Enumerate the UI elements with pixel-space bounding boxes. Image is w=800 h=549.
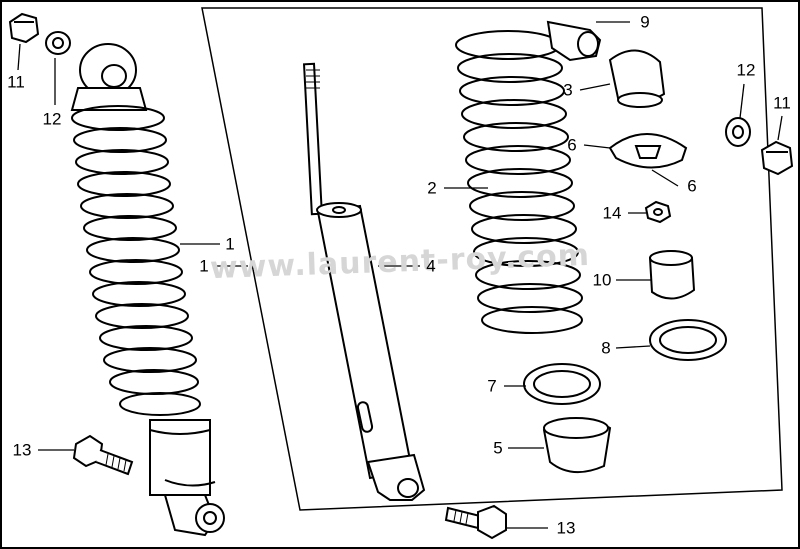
assembly-frame (201, 7, 783, 511)
callout-3: 3 (563, 80, 573, 100)
callout-12-left: 12 (42, 109, 62, 129)
bolt-13-left (72, 434, 134, 476)
bump-stop-10 (648, 250, 696, 300)
callout-6-a: 6 (567, 135, 577, 155)
coil-spring (455, 30, 583, 334)
rubber-mount-3 (608, 49, 666, 108)
bushing-9 (546, 20, 602, 62)
spring-seat-7 (523, 363, 601, 405)
washer-12-right (725, 117, 751, 147)
damper-unit (302, 62, 426, 501)
callout-2: 2 (427, 178, 437, 198)
callout-12-right: 12 (736, 60, 756, 80)
callout-5: 5 (493, 438, 503, 458)
callout-11-right: 11 (773, 93, 791, 113)
callout-1-a: 1 (225, 234, 235, 254)
assembly-spring (71, 105, 201, 416)
callout-13-right: 13 (556, 518, 576, 538)
shock-absorber-assembly (70, 43, 225, 537)
spring-adjuster-5 (542, 417, 612, 473)
seal-ring-8 (649, 319, 727, 361)
nut-11-right (760, 140, 794, 176)
callout-14: 14 (602, 203, 622, 223)
nut-11-left (8, 12, 40, 44)
callout-1-b: 1 (199, 256, 209, 276)
bolt-13-right (444, 504, 507, 540)
callout-6-b: 6 (687, 176, 697, 196)
callout-9: 9 (640, 12, 650, 32)
callout-13-left: 13 (12, 440, 32, 460)
split-collar-6 (608, 133, 688, 169)
washer-12-left (45, 31, 71, 55)
callout-10: 10 (592, 270, 612, 290)
callout-11-left: 11 (7, 72, 25, 92)
nut-14 (644, 200, 672, 224)
callout-8: 8 (601, 338, 611, 358)
leader-lines (17, 21, 783, 529)
callout-7: 7 (487, 376, 497, 396)
callout-4: 4 (426, 256, 436, 276)
